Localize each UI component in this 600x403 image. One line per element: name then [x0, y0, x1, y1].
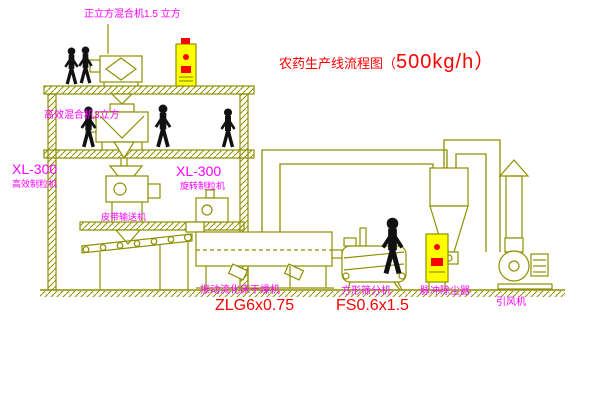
label-high-eff-mixer: 高效混合机3立方 — [44, 110, 120, 121]
discharge-cone — [114, 229, 142, 245]
induced-draft-fan — [497, 237, 553, 290]
mid-floor-slab — [43, 149, 255, 159]
sifter-feed-chute — [331, 249, 343, 259]
belt-conveyor — [81, 233, 193, 290]
discharge-cone — [112, 141, 136, 160]
control-cabinet-top — [175, 38, 197, 87]
label-fan: 引风机 — [496, 297, 526, 308]
label-granulator-left-name: 高效制粒机 — [12, 179, 58, 189]
cyclone-separator — [429, 167, 469, 265]
building-column-left — [47, 93, 57, 291]
exhaust-stack — [498, 159, 530, 239]
exhaust-duct — [261, 149, 448, 232]
cube-mixer — [89, 24, 143, 105]
red-panel — [431, 258, 443, 266]
dryer-inlet — [185, 221, 205, 233]
cabinet-lamp — [181, 38, 190, 44]
granulator-xl300-mid — [195, 189, 229, 223]
vibration-motor — [283, 263, 305, 281]
roof-slab — [43, 85, 255, 95]
red-panel — [181, 66, 191, 73]
sifter-inlet — [343, 237, 357, 247]
granulator-xl300-left — [105, 165, 161, 245]
person-figure — [222, 109, 235, 148]
stack-rain-cap — [498, 159, 530, 177]
cyclone-outlet-duct — [443, 139, 501, 252]
label-granulator-mid-model: XL-300 — [176, 163, 222, 179]
title-suffix: ） — [474, 51, 496, 73]
title-text: 农药生产线流程图（ — [279, 56, 397, 71]
red-button — [434, 244, 440, 250]
fluid-bed-dryer — [185, 221, 334, 289]
person-figure — [65, 47, 77, 84]
building-structure — [43, 85, 255, 291]
fan-motor — [530, 253, 549, 277]
pulse-dust-collector-cabinet — [425, 233, 449, 290]
label-sifter-name: 方形筛分机 — [341, 286, 391, 297]
lower-floor-slab — [79, 221, 245, 231]
diagram-title: 农药生产线流程图（ 500kg/h ） — [279, 45, 495, 74]
red-button — [183, 54, 189, 60]
vibration-motor — [227, 263, 249, 281]
title-capacity: 500kg/h — [396, 51, 475, 73]
ground — [40, 289, 565, 297]
label-granulator-left-model: XL-300 — [12, 161, 58, 177]
label-granulator-mid-name: 旋转制粒机 — [180, 181, 226, 191]
person-figure — [79, 46, 91, 83]
label-dryer-model: ZLG6x0.75 — [215, 297, 295, 314]
sifter-vent-pipe — [359, 227, 367, 247]
label-dust-collector: 脉冲除尘器 — [420, 286, 470, 297]
label-sifter-model: FS0.6x1.5 — [336, 297, 409, 314]
person-figure — [156, 105, 170, 147]
discharge-cone — [110, 93, 134, 105]
label-dryer-name: 振动流化床干燥机 — [200, 285, 280, 296]
label-belt-conveyor: 皮带输送机 — [101, 212, 147, 222]
label-cube-mixer: 正立方混合机1.5 立方 — [84, 9, 181, 20]
